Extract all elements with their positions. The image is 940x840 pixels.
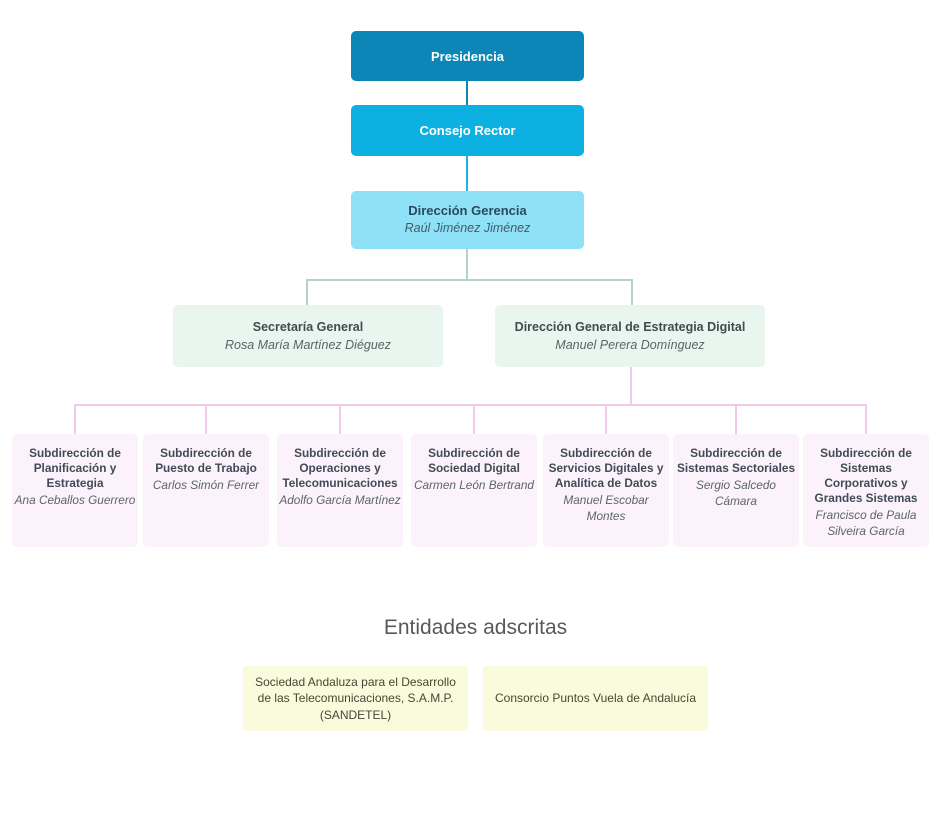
entidad-label: Sociedad Andaluza para el Desarrollo de … (255, 675, 456, 722)
node-subdireccion-servicios-digitales: Subdirección de Servicios Digitales y An… (543, 434, 669, 547)
connector-drop-sub-6 (735, 404, 737, 434)
connector-presidencia-consejo (466, 81, 468, 105)
node-person: Adolfo García Martínez (279, 493, 401, 508)
node-title: Subdirección de Sistemas Sectoriales (676, 446, 796, 476)
entidad-sandetel: Sociedad Andaluza para el Desarrollo de … (243, 666, 468, 731)
node-title: Subdirección de Operaciones y Telecomuni… (282, 446, 398, 491)
node-secretaria-general: Secretaría General Rosa María Martínez D… (173, 305, 443, 367)
connector-drop-sub-2 (205, 404, 207, 434)
node-subdireccion-sistemas-sectoriales: Subdirección de Sistemas Sectoriales Ser… (673, 434, 799, 547)
connector-green-horizontal (306, 279, 633, 281)
connector-consejo-gerencia (466, 156, 468, 191)
node-person: Francisco de Paula Silveira García (815, 508, 917, 539)
node-title: Dirección Gerencia (408, 203, 527, 219)
node-title: Subdirección de Planificación y Estrateg… (29, 446, 121, 491)
node-title: Dirección General de Estrategia Digital (514, 319, 746, 334)
node-title: Secretaría General (252, 319, 364, 334)
node-person: Rosa María Martínez Diéguez (224, 338, 392, 352)
entidades-heading: Entidades adscritas (383, 616, 568, 639)
connector-gerencia-down (466, 249, 468, 281)
node-dg-estrategia-digital: Dirección General de Estrategia Digital … (495, 305, 765, 367)
connector-drop-sub-1 (74, 404, 76, 434)
connector-drop-sub-4 (473, 404, 475, 434)
node-consejo-rector: Consejo Rector (351, 105, 584, 156)
connector-drop-sub-7 (865, 404, 867, 434)
node-subdireccion-sistemas-corporativos: Subdirección de Sistemas Corporativos y … (803, 434, 929, 547)
node-title: Subdirección de Sistemas Corporativos y … (814, 446, 918, 506)
node-person: Manuel Escobar Montes (563, 493, 649, 524)
node-person: Carlos Simón Ferrer (152, 478, 260, 493)
node-subdireccion-operaciones: Subdirección de Operaciones y Telecomuni… (277, 434, 403, 547)
node-presidencia: Presidencia (351, 31, 584, 81)
node-title: Subdirección de Puesto de Trabajo (155, 446, 257, 476)
entidad-consorcio-puntos-vuela: Consorcio Puntos Vuela de Andalucía (483, 666, 708, 731)
node-person: Sergio Salcedo Cámara (695, 478, 776, 509)
connector-drop-sub-5 (605, 404, 607, 434)
node-title: Subdirección de Servicios Digitales y An… (548, 446, 664, 491)
connector-drop-sub-3 (339, 404, 341, 434)
node-subdireccion-sociedad-digital: Subdirección de Sociedad Digital Carmen … (411, 434, 537, 547)
connector-estrategia-down (630, 367, 632, 406)
node-person: Manuel Perera Domínguez (555, 338, 705, 352)
entidad-label: Consorcio Puntos Vuela de Andalucía (494, 691, 697, 706)
node-person: Carmen León Bertrand (413, 478, 534, 493)
connector-drop-secretaria (306, 279, 308, 305)
node-subdireccion-puesto-trabajo: Subdirección de Puesto de Trabajo Carlos… (143, 434, 269, 547)
node-person: Ana Ceballos Guerrero (14, 493, 136, 508)
node-title: Presidencia (431, 48, 504, 64)
node-title: Subdirección de Sociedad Digital (428, 446, 520, 476)
node-title: Consejo Rector (419, 123, 516, 138)
node-person: Raúl Jiménez Jiménez (404, 221, 531, 236)
connector-pink-horizontal (74, 404, 867, 406)
node-subdireccion-planificacion: Subdirección de Planificación y Estrateg… (12, 434, 138, 547)
node-direccion-gerencia: Dirección Gerencia Raúl Jiménez Jiménez (351, 191, 584, 249)
connector-drop-estrategia (631, 279, 633, 305)
